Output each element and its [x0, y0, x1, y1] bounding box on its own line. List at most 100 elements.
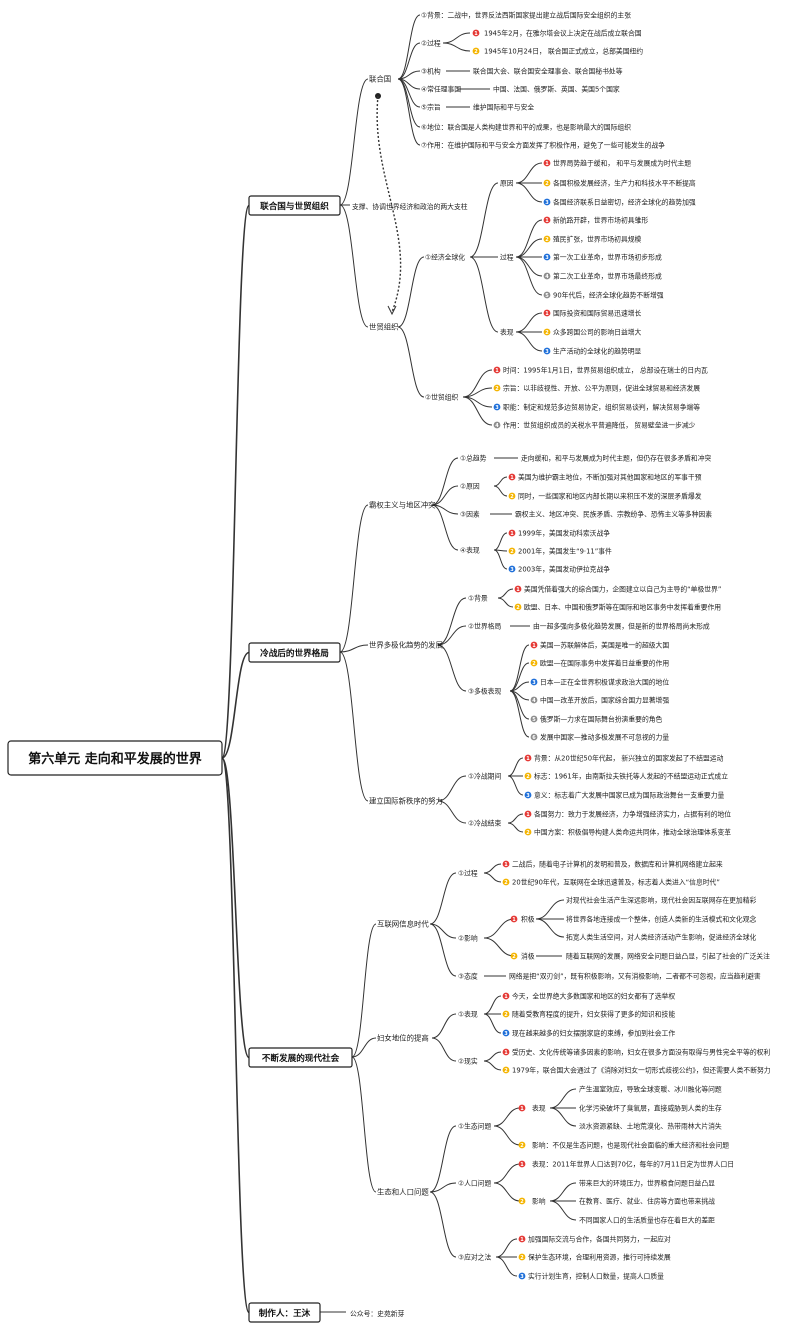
node-n35: 霸权主义与地区冲突: [369, 500, 436, 509]
number-badge: 3: [502, 1029, 510, 1037]
node-n98: 影响: [532, 1196, 546, 1205]
number-badge: 2: [493, 384, 501, 392]
section-topic[interactable]: 冷战后的世界格局: [248, 642, 341, 663]
node-n49: 美国凭借着强大的综合国力，企图建立以自己为主导的“单极世界”: [524, 584, 721, 593]
section-topic[interactable]: 制作人：王沐: [248, 1302, 321, 1323]
number-badge: 1: [518, 1235, 526, 1243]
node-n30: ②世贸组织: [425, 392, 458, 401]
node-n25: 90年代后，经济全球化趋势不断增强: [553, 290, 664, 299]
number-badge: 2: [510, 952, 518, 960]
svg-text:2: 2: [504, 1068, 508, 1074]
number-badge: 2: [508, 492, 516, 500]
node-n32: 宗旨：以非歧视性、开放、公平为原则，促进全球贸易和经济发展: [503, 383, 700, 392]
node-n13: ⑦作用：在维护国际和平与安全方面发挥了积极作用，避免了一些可能发生的战争: [421, 140, 665, 149]
node-n38: ②原因: [460, 482, 480, 490]
section-title: 冷战后的世界格局: [260, 647, 329, 659]
node-n89: 生态和人口问题: [377, 1187, 429, 1196]
number-badge: 2: [543, 179, 551, 187]
node-n45: 2001年，美国发生“9·11”事件: [518, 546, 612, 555]
svg-text:2: 2: [545, 181, 549, 187]
number-badge: 3: [524, 791, 532, 799]
section-topic[interactable]: 联合国与世贸组织: [248, 195, 341, 216]
node-n17: 世界局势趋于缓和， 和平与发展成为时代主题: [553, 158, 691, 167]
svg-text:1: 1: [510, 475, 514, 481]
node-n67: 中国方案：积极倡导构建人类命运共同体，推动全球治理体系变革: [534, 827, 731, 836]
root-title: 第六单元 走向和平发展的世界: [28, 751, 202, 767]
node-n83: 今天，全世界绝大多数国家和地区的妇女都有了选举权: [512, 991, 675, 1000]
svg-text:2: 2: [495, 386, 499, 392]
number-badge: 1: [514, 585, 522, 593]
svg-text:2: 2: [504, 880, 508, 886]
number-badge: 3: [543, 198, 551, 206]
node-n12: ⑥地位：联合国是人类构建世界和平的成果，也是影响最大的国际组织: [421, 122, 631, 131]
svg-text:3: 3: [520, 1274, 524, 1280]
node-n101: 不同国家人口的生活质量也存在着巨大的差距: [579, 1215, 715, 1224]
node-n9: 中国、法国、俄罗斯、英国、美国5个国家: [493, 84, 620, 93]
svg-text:2: 2: [504, 1012, 508, 1018]
node-n28: 众多跨国公司的影响日益增大: [553, 327, 642, 336]
number-badge: 1: [502, 992, 510, 1000]
svg-text:2: 2: [510, 549, 514, 555]
node-n84: 随着受教育程度的提升，妇女获得了更多的知识和技能: [512, 1009, 675, 1018]
number-badge: 2: [508, 547, 516, 555]
node-n103: 加强国际交流与合作，各国共同努力，一起应对: [528, 1234, 671, 1243]
node-n78: 随着互联网的发展，网络安全问题日益凸显，引起了社会的广泛关注: [566, 951, 770, 960]
number-badge: 2: [530, 659, 538, 667]
section-topic[interactable]: 不断发展的现代社会: [248, 1047, 353, 1068]
number-badge: 2: [502, 1066, 510, 1074]
node-n27: 国际投资和国际贸易迅速增长: [553, 308, 642, 317]
node-n93: 化学污染破坏了臭氧层，直接威胁到人类的生存: [579, 1103, 722, 1112]
node-n3: ②过程: [421, 38, 441, 47]
author-note: 公众号：史苑新芽: [350, 1309, 405, 1318]
number-badge: 5: [530, 715, 538, 723]
node-n90: ①生态问题: [458, 1121, 491, 1130]
section-title: 不断发展的现代社会: [262, 1052, 340, 1064]
node-n21: 新航路开辟，世界市场初具雏形: [553, 215, 648, 224]
node-n11: 维护国际和平与安全: [473, 102, 534, 111]
node-n7: 联合国大会、联合国安全理事会、联合国秘书处等: [473, 66, 623, 75]
node-n105: 实行计划生育，控制人口数量，提高人口质量: [528, 1271, 664, 1280]
node-n86: ②现实: [458, 1056, 478, 1065]
section-title: 制作人：王沐: [259, 1307, 311, 1319]
number-badge: 1: [543, 216, 551, 224]
number-badge: 2: [518, 1141, 526, 1149]
labels: 第六单元 走向和平发展的世界 联合国与世贸组织冷战后的世界格局不断发展的现代社会制…: [7, 10, 771, 1323]
node-n68: 互联网信息时代: [377, 919, 429, 928]
number-badge: 2: [472, 47, 480, 55]
svg-text:4: 4: [495, 423, 499, 429]
svg-text:1: 1: [526, 812, 530, 818]
node-n43: ④表现: [460, 545, 480, 554]
number-badge: 2: [518, 1253, 526, 1261]
number-badge: 1: [524, 810, 532, 818]
svg-text:4: 4: [532, 698, 536, 704]
node-n24: 第二次工业革命，世界市场最终形成: [553, 271, 662, 280]
node-n69: ①过程: [458, 868, 478, 877]
number-badge: 1: [508, 473, 516, 481]
number-badge: 1: [518, 1160, 526, 1168]
svg-text:2: 2: [520, 1255, 524, 1261]
node-n87: 受历史、文化传统等诸多因素的影响，妇女在很多方面没有取得与男性完全平等的权利: [512, 1047, 770, 1056]
node-n63: 标志：1961年，由南斯拉夫铁托等人发起的不结盟运动正式成立: [534, 771, 728, 780]
node-n59: 发展中国家—推动多极发展不可忽视的力量: [540, 732, 669, 741]
node-n80: 网络是把“双刃剑”，既有积极影响，又有消极影响，二者都不可忽视，应当趋利避害: [509, 971, 761, 980]
node-n46: 2003年，美国发动伊拉克战争: [518, 564, 610, 573]
svg-text:4: 4: [545, 274, 549, 280]
svg-text:1: 1: [545, 218, 549, 224]
number-badge: 3: [518, 1272, 526, 1280]
root-topic[interactable]: 第六单元 走向和平发展的世界: [7, 740, 223, 776]
node-n81: 妇女地位的提高: [377, 1033, 429, 1042]
node-n72: ②影响: [458, 933, 478, 942]
svg-text:2: 2: [545, 237, 549, 243]
svg-text:1: 1: [512, 917, 516, 923]
node-n99: 带来巨大的环境压力，世界粮食问题日益凸显: [579, 1178, 715, 1187]
node-n60: 建立国际新秩序的努力: [369, 796, 443, 805]
number-badge: 2: [543, 328, 551, 336]
svg-text:2: 2: [526, 830, 530, 836]
node-n6: ③机构: [421, 66, 441, 75]
svg-text:2: 2: [520, 1143, 524, 1149]
node-n10: ⑤宗旨: [421, 102, 441, 111]
svg-text:3: 3: [545, 200, 549, 206]
number-badge: 2: [524, 828, 532, 836]
node-n64: 意义：标志着广大发展中国家已成为国际政治舞台一支重要力量: [534, 790, 725, 799]
